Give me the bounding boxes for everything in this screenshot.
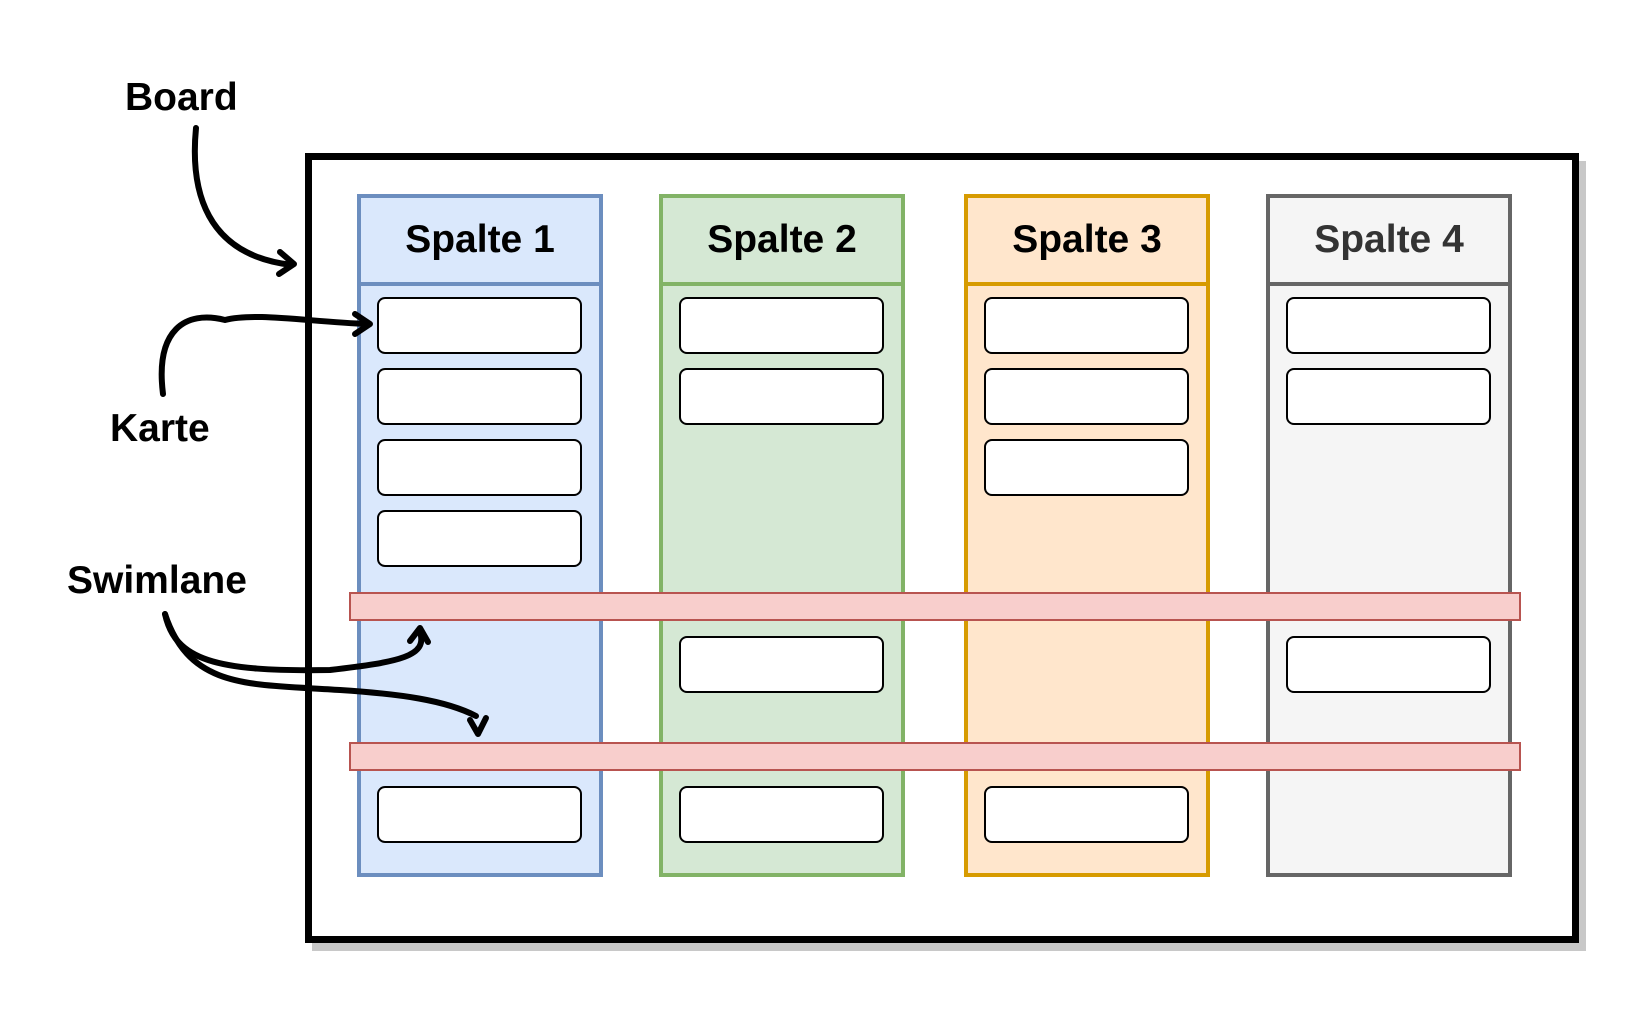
board-arrow xyxy=(191,125,295,268)
column-4: Spalte 4 xyxy=(1266,194,1512,877)
card xyxy=(984,297,1189,354)
card xyxy=(679,368,884,425)
card xyxy=(984,439,1189,496)
board-arrowhead xyxy=(276,249,297,277)
card xyxy=(679,786,884,843)
column-1-header: Spalte 1 xyxy=(361,198,599,286)
card xyxy=(1286,368,1491,425)
column-4-header: Spalte 4 xyxy=(1270,198,1508,286)
card xyxy=(377,786,582,843)
card xyxy=(377,510,582,567)
column-3-header: Spalte 3 xyxy=(968,198,1206,286)
column-1: Spalte 1 xyxy=(357,194,603,877)
swimlane-1 xyxy=(349,592,1521,621)
column-3: Spalte 3 xyxy=(964,194,1210,877)
card xyxy=(679,636,884,693)
card xyxy=(1286,297,1491,354)
card-label: Karte xyxy=(110,407,210,450)
swimlane-label: Swimlane xyxy=(67,559,247,602)
card xyxy=(679,297,884,354)
card xyxy=(984,368,1189,425)
column-2-header: Spalte 2 xyxy=(663,198,901,286)
card xyxy=(1286,636,1491,693)
card xyxy=(377,368,582,425)
swimlane-2 xyxy=(349,742,1521,771)
card xyxy=(377,439,582,496)
card xyxy=(984,786,1189,843)
board-label: Board xyxy=(125,76,238,119)
column-2: Spalte 2 xyxy=(659,194,905,877)
card xyxy=(377,297,582,354)
